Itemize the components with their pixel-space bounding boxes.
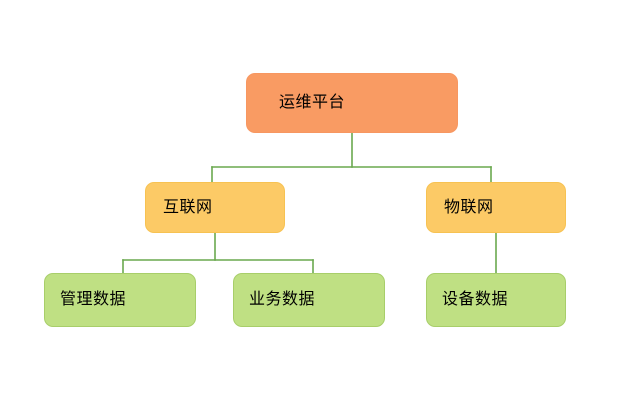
- node-leaf-device-data-label: 设备数据: [442, 291, 509, 309]
- node-leaf-management-data[interactable]: 管理数据: [44, 273, 196, 327]
- node-mid-right-label: 物联网: [444, 198, 494, 216]
- node-leaf-business-data[interactable]: 业务数据: [233, 273, 385, 327]
- node-leaf-management-data-label: 管理数据: [60, 291, 127, 309]
- node-leaf-device-data[interactable]: 设备数据: [426, 273, 566, 327]
- node-mid-right[interactable]: 物联网: [426, 182, 566, 233]
- node-root-label: 运维平台: [279, 94, 346, 112]
- node-root[interactable]: 运维平台: [246, 73, 458, 133]
- node-leaf-business-data-label: 业务数据: [249, 291, 316, 309]
- node-mid-left[interactable]: 互联网: [145, 182, 285, 233]
- node-mid-left-label: 互联网: [163, 198, 213, 216]
